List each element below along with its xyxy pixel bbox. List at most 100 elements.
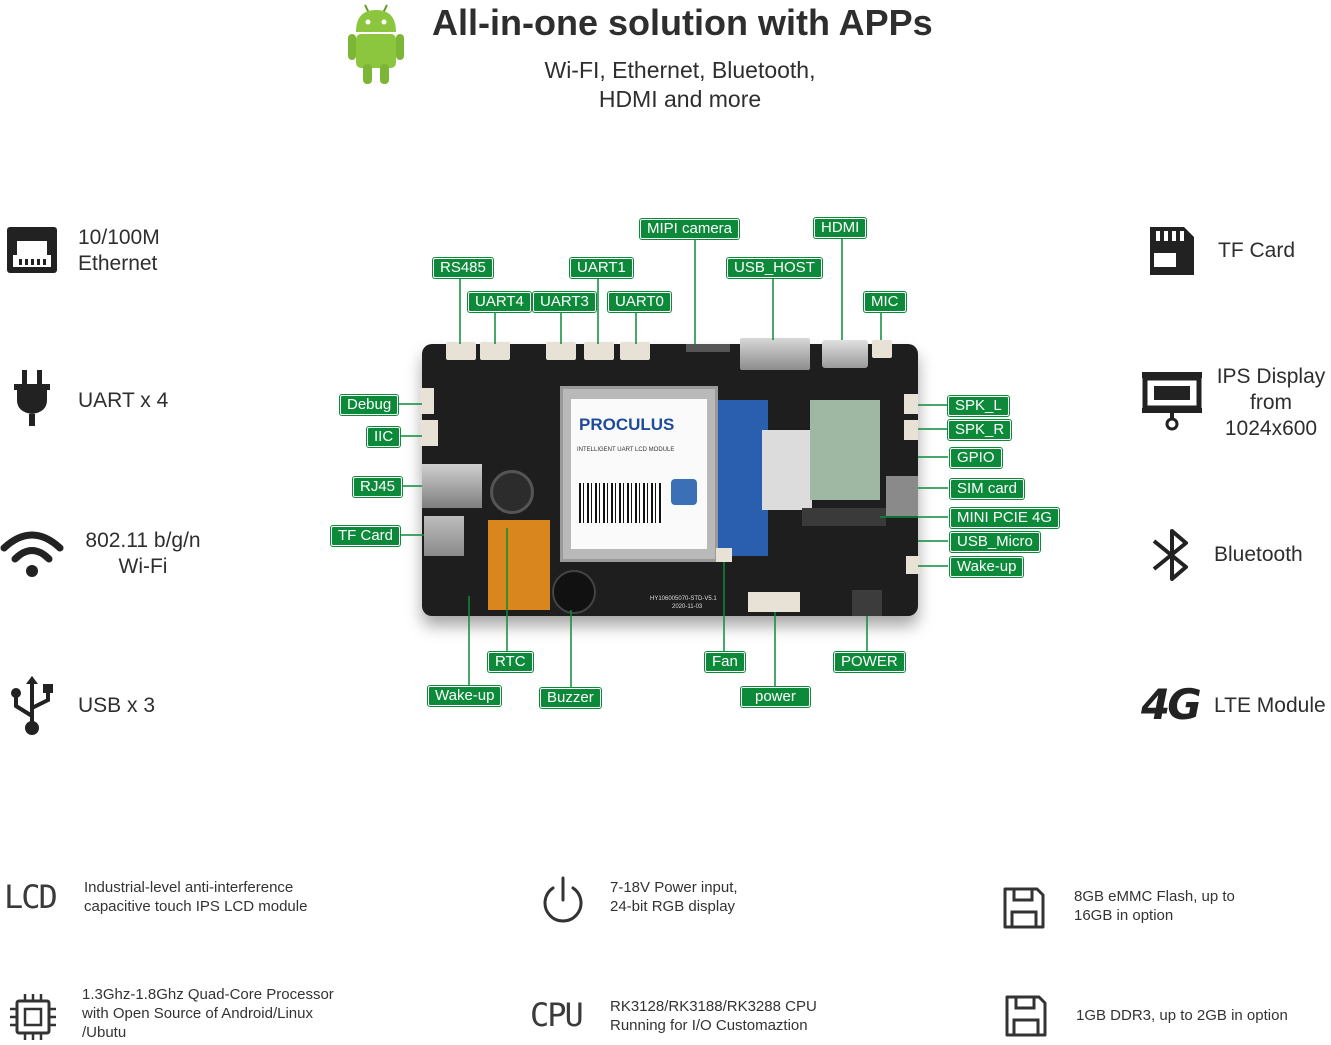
usb-host-ports [740,338,810,370]
power-connector [748,592,800,612]
lte-module [810,400,880,500]
power-jack [852,590,882,616]
spec-power: 7-18V Power input, 24-bit RGB display [610,878,738,916]
feature-label: 1024x600 [1224,417,1318,440]
label-iic: IIC [365,426,402,448]
module-sticker: PROCULUS INTELLIGENT UART LCD MODULE [571,399,707,549]
page-subtitle: Wi-FI, Ethernet, Bluetooth, HDMI and mor… [500,56,860,114]
page-title: All-in-one solution with APPs [432,2,933,43]
label-hdmi: HDMI [812,217,868,239]
uniview-logo-icon [671,479,697,505]
cpu-icon: CPU [530,996,584,1034]
label-rs485: RS485 [432,257,494,279]
rtc-battery [490,470,534,514]
label-debug: Debug [338,394,400,416]
connector [420,388,434,414]
label-mic: MIC [863,291,907,313]
core-board [718,400,768,556]
feature-label: Ethernet [78,252,158,275]
bluetooth-icon [1150,527,1194,588]
connector [872,340,892,358]
label-spk-l: SPK_L [947,395,1010,417]
display-icon [1142,372,1202,437]
hdmi-port [822,340,868,368]
feature-label: IPS Display [1216,365,1326,388]
pcb-text: 2020-11-03 [672,604,703,610]
connector [904,420,918,440]
label-power-lower: power [740,686,811,708]
spec-line: with Open Source of Android/Linux [82,1005,313,1022]
wifi-icon [0,528,64,583]
connector [446,342,476,360]
label-usb-host: USB_HOST [726,257,823,279]
label-spk-r: SPK_R [946,419,1013,441]
connector [584,342,614,360]
label-uart1: UART1 [569,257,634,279]
spec-flash: 8GB eMMC Flash, up to 16GB in option [1074,887,1235,925]
lcd-icon: LCD [4,878,58,916]
feature-ethernet: 10/100M Ethernet [78,225,160,277]
android-icon [348,0,404,86]
fan-connector [716,548,732,562]
flex-cable [488,520,550,610]
spec-line: Running for I/O Customaztion [610,1017,808,1034]
module-caption: INTELLIGENT UART LCD MODULE [577,447,675,453]
label-tf-card: TF Card [329,525,402,547]
connector [480,342,510,360]
label-uart3: UART3 [532,291,597,313]
tf-card-slot [424,516,464,556]
4g-icon: 4G [1141,680,1202,729]
label-uart4: UART4 [467,291,532,313]
label-wake-up-right: Wake-up [948,556,1025,578]
subtitle-line: HDMI and more [598,86,762,112]
feature-wifi: 802.11 b/g/n Wi-Fi [78,528,208,580]
label-rj45: RJ45 [351,476,404,498]
spec-lcd: Industrial-level anti-interference capac… [84,878,307,916]
label-mini-pcie: MINI PCIE 4G [948,507,1061,529]
feature-bluetooth: Bluetooth [1214,543,1303,566]
spec-line: Industrial-level anti-interference [84,879,294,896]
feature-tf-card: TF Card [1218,239,1296,262]
spec-processor: 1.3Ghz-1.8Ghz Quad-Core Processor with O… [82,985,334,1042]
label-power-upper: POWER [833,651,906,673]
label-usb-micro: USB_Micro [949,531,1041,553]
ethernet-icon [7,227,57,278]
connector [906,556,920,574]
feature-label: from [1250,391,1292,414]
spec-cpu: RK3128/RK3188/RK3288 CPU Running for I/O… [610,997,817,1035]
sd-card-icon [1150,227,1194,280]
buzzer [552,570,596,614]
spec-ddr: 1GB DDR3, up to 2GB in option [1076,1007,1288,1024]
label-mipi-camera: MIPI camera [638,218,741,240]
spec-line: 16GB in option [1074,907,1174,924]
connector [620,342,650,360]
spec-line: 8GB eMMC Flash, up to [1074,888,1235,905]
label-sim-card: SIM card [948,478,1026,500]
feature-uart: UART x 4 [78,389,169,412]
label-rtc: RTC [487,651,534,673]
spec-line: 7-18V Power input, [610,879,738,896]
spec-line: 24-bit RGB display [610,898,736,915]
feature-label: 802.11 b/g/n [85,529,201,552]
pcb-text: HY106005070-STD-V5.1 [650,596,717,602]
spec-line: 1.3Ghz-1.8Ghz Quad-Core Processor [82,986,334,1003]
power-icon [540,876,586,931]
label-gpio: GPIO [949,447,1003,469]
label-uart0: UART0 [607,291,672,313]
spec-line: capacitive touch IPS LCD module [84,898,308,915]
label-wake-up-left: Wake-up [426,685,503,707]
spec-line: /Ubutu [82,1024,127,1041]
floppy-icon [1002,886,1046,935]
label-buzzer: Buzzer [539,687,602,709]
feature-usb: USB x 3 [78,694,156,717]
chip-icon [10,994,56,1045]
feature-label: Wi-Fi [118,555,168,578]
label-fan: Fan [704,651,746,673]
barcode [579,483,663,523]
lcd-module: PROCULUS INTELLIGENT UART LCD MODULE [560,386,718,562]
rj45-port [422,464,482,508]
module-brand: PROCULUS [579,415,675,434]
spec-line: RK3128/RK3188/RK3288 CPU [610,998,817,1015]
feature-lte: LTE Module [1214,694,1326,717]
